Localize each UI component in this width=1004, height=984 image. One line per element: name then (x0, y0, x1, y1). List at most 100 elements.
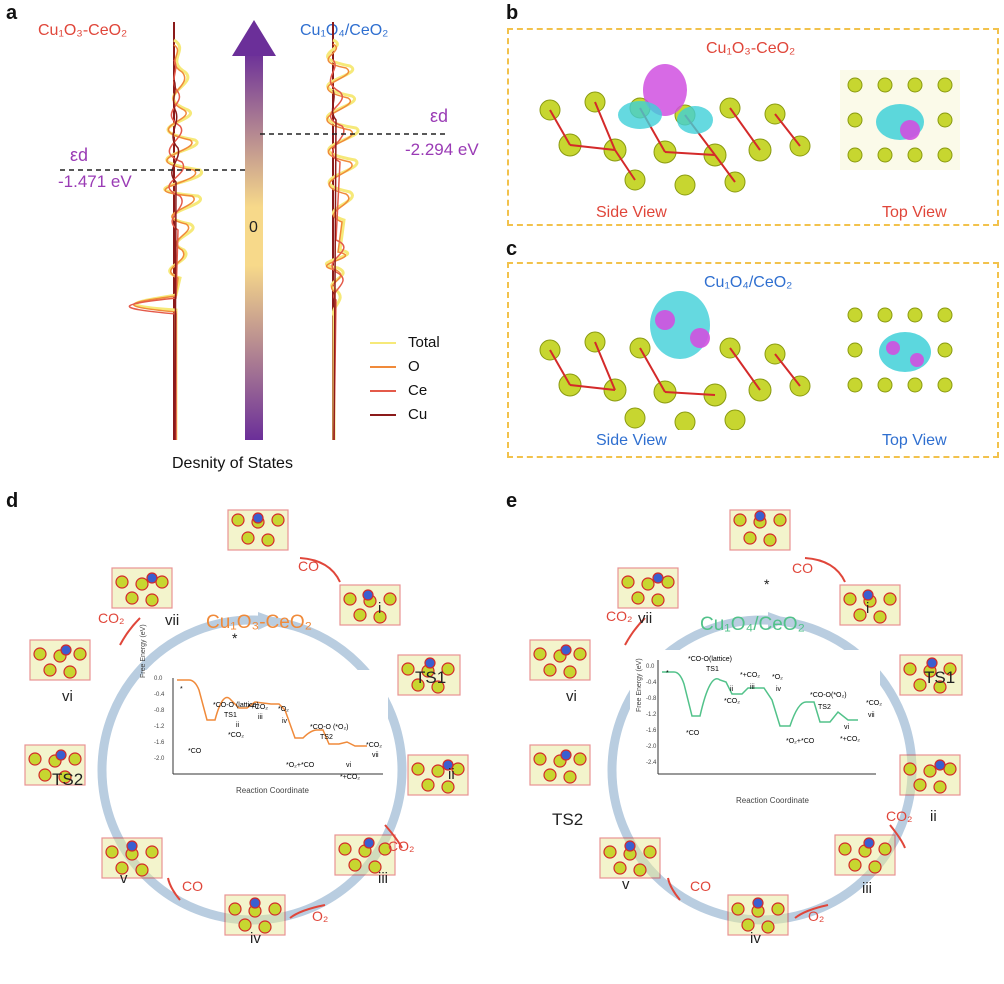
panel-d-mol-o2: O₂ (312, 908, 329, 924)
panel-letter-a: a (6, 2, 18, 24)
panel-e-annot: TS1 (706, 666, 719, 673)
panel-e-state-ts2: TS2 (552, 810, 584, 829)
panel-d-annot: *CO-O (*O₂) (310, 724, 349, 731)
panel-b-title: Cu₁O₃-CeO₂ (706, 40, 796, 57)
dos-left-total (134, 38, 204, 440)
panel-b-box (507, 28, 999, 226)
panel-d-inset (143, 670, 388, 790)
panel-e-ytick: -0.4 (646, 680, 657, 686)
panel-e-annot: iii (750, 684, 755, 691)
dos-left-cu (171, 79, 180, 441)
panel-e-state-ii: ii (930, 808, 937, 825)
dos-right-cu (331, 89, 337, 441)
panel-e-annot: vi (844, 724, 850, 731)
panel-e-state-vi: vi (566, 688, 577, 705)
panel-d-mol-co-top: CO (298, 558, 319, 574)
panel-d-state-iv: iv (250, 930, 261, 947)
panel-e-annot: ii (730, 686, 734, 693)
panel-letter-c: c (506, 238, 518, 260)
panel-e-annot: * (666, 670, 669, 677)
panel-e-inset-xlabel: Reaction Coordinate (736, 796, 809, 805)
panel-e-annot: *O₂ (772, 674, 783, 681)
panel-e-state-iii: iii (862, 880, 872, 897)
dos-left-ce (128, 59, 185, 440)
panel-e-state-iv: iv (750, 930, 761, 947)
panel-e-annot: *CO-O(lattice) (688, 656, 732, 663)
panel-e-inset-profile (662, 671, 858, 727)
panel-e-mol-co-bottom: CO (690, 878, 711, 894)
panel-e-inset-ylabel: Free Energy (eV) (636, 658, 643, 712)
dos-right-title: Cu₁O₄/CeO₂ (300, 22, 389, 39)
dos-left-title: Cu₁O₃-CeO₂ (38, 22, 128, 39)
panel-d-mol-co2-left: CO₂ (98, 610, 125, 626)
panel-e-annot: iv (776, 686, 782, 693)
panel-d-ytick: -2.0 (154, 756, 165, 762)
panel-e-slabs (529, 509, 963, 936)
dos-plot (60, 20, 446, 441)
legend-cu: Cu (370, 406, 427, 423)
legend-total: Total (370, 334, 440, 351)
panel-d-star: * (232, 630, 238, 646)
panel-e-star: * (764, 576, 770, 592)
dos-right-ce (329, 59, 345, 441)
panel-e-mol-co2-right: CO₂ (886, 808, 913, 824)
panel-e-annot: *+CO₂ (740, 672, 761, 679)
panel-b-structures (539, 64, 960, 196)
panel-d-ytick: -1.2 (154, 724, 165, 730)
panel-e-annot: vii (868, 712, 875, 719)
panel-d-slabs (24, 509, 469, 936)
panel-e-state-v: v (622, 876, 630, 893)
panel-d-state-vi: vi (62, 688, 73, 705)
panel-d-annot: *O₂+*CO (286, 762, 315, 769)
panel-e-annot: *CO₂ (866, 700, 882, 707)
panel-d-annot: TS1 (224, 712, 237, 719)
legend-o: O (370, 358, 420, 375)
panel-d-annot: iii (258, 714, 263, 721)
panel-d-inset-profile (177, 679, 367, 747)
panel-e-arrows (624, 557, 906, 919)
panel-e-annot: *CO₂ (724, 698, 740, 705)
panel-c-top-structure (847, 307, 953, 393)
panel-d-state-ii: ii (448, 766, 455, 783)
panel-c-structures (539, 291, 953, 430)
panel-c-side-structure (539, 291, 811, 430)
panel-e-state-i: i (866, 600, 870, 617)
panel-e-annot: TS2 (818, 704, 831, 711)
panel-d-annot: *+CO₂ (340, 774, 361, 781)
panel-e-center-label: Cu₁O₄/CeO₂ (700, 614, 805, 635)
panel-d-annot: *CO₂ (366, 742, 382, 749)
panel-c-side-label: Side View (596, 432, 667, 449)
panel-d-ring-arrow (258, 612, 280, 630)
panel-e-state-vii: vii (638, 610, 653, 627)
panel-letter-b: b (506, 2, 519, 24)
eps-left-value: -1.471 eV (58, 172, 132, 191)
energy-zero-label: 0 (249, 219, 258, 236)
panel-d-annot: *CO-O (lattice) (213, 702, 259, 709)
panel-d-ytick: 0.0 (154, 676, 163, 682)
panel-e-ring-arrow (768, 612, 790, 630)
panel-d-annot: ii (236, 722, 240, 729)
panel-e-ytick: -0.8 (646, 696, 657, 702)
panel-d-annot: *+CO₂ (248, 704, 269, 711)
panel-e-annot: *O₂+*CO (786, 738, 815, 745)
panel-e-state-ts1: TS1 (924, 668, 956, 687)
dos-left-o (133, 44, 197, 440)
legend-ce: Ce (370, 382, 427, 399)
panel-d-annot: TS2 (320, 734, 333, 741)
panel-d-ytick: -0.8 (154, 708, 165, 714)
panel-d-state-ts1: TS1 (415, 668, 447, 687)
panel-d-inset-ylabel: Free Energy (eV) (140, 624, 147, 678)
panel-e-ytick: -2.4 (646, 760, 657, 766)
panel-d-state-v: v (120, 870, 128, 887)
panel-d-annot: *CO₂ (228, 732, 244, 739)
panel-d-mol-co2-right: CO₂ (388, 838, 415, 854)
panel-d-annot: * (180, 686, 183, 693)
panel-d-cycle (24, 509, 469, 936)
panel-d-center-label: Cu₁O₃-CeO₂ (206, 612, 312, 633)
eps-left-symbol: εd (70, 145, 89, 165)
panel-d-state-vii: vii (165, 612, 180, 629)
panel-d-ytick: -0.4 (154, 692, 165, 698)
panel-e-annot: *CO-O(*O₂) (810, 692, 847, 699)
panel-e-inset (630, 650, 880, 790)
panel-e-ytick: -1.6 (646, 728, 657, 734)
